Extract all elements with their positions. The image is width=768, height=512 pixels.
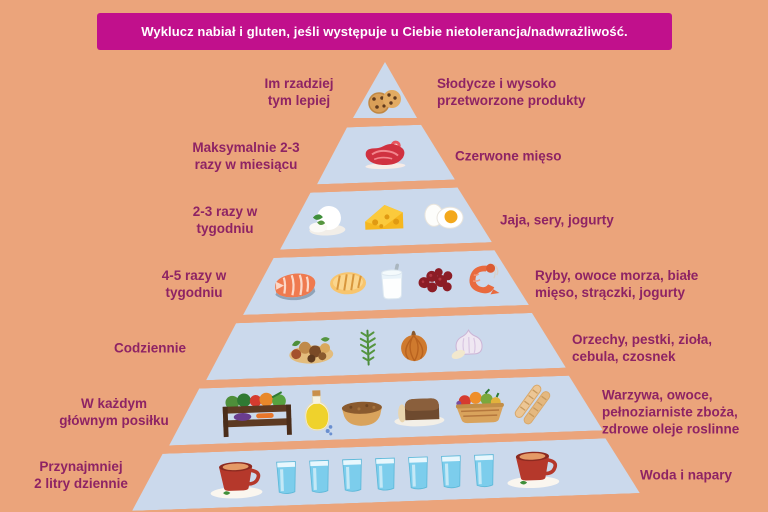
water-glass-icon <box>306 458 332 495</box>
level-2-frequency-label: Maksymalnie 2-3 razy w miesiącu <box>192 140 300 172</box>
water-glass-icon <box>273 459 299 496</box>
oil-bottle-icon <box>301 388 333 437</box>
baguettes-icon <box>513 382 553 427</box>
level-1-frequency-label: Im rzadziej tym lepiej <box>264 76 334 108</box>
pyramid-level-4 <box>241 249 529 315</box>
level-7-foods-label: Woda i napary <box>640 467 733 483</box>
cheese-wedge-icon <box>362 200 405 235</box>
tea-mug-icon <box>504 448 563 490</box>
herbs-icon <box>357 326 378 367</box>
vegetable-crate-icon <box>218 390 296 439</box>
level-7-frequency-label: Przynajmniej 2 litry dziennie <box>34 459 128 491</box>
level-6-frequency-label: W każdym głównym posiłku <box>59 396 169 428</box>
nuts-icon <box>283 330 338 368</box>
level-3-foods-label: Jaja, sery, jogurty <box>500 212 614 228</box>
level-5-frequency-label: Codziennie <box>113 340 187 356</box>
eggs-icon <box>420 199 465 233</box>
level-1-foods-label: Słodycze i wysoko przetworzone produkty <box>437 76 586 108</box>
garlic-icon <box>449 326 486 359</box>
shrimp-icon <box>463 260 500 297</box>
red-meat-icon <box>361 137 408 171</box>
water-glass-icon <box>471 452 497 489</box>
pyramid-level-2 <box>315 124 455 185</box>
tea-mug-icon <box>207 458 266 500</box>
pyramid-level-3 <box>278 186 492 249</box>
level-2-foods-label: Czerwone mięso <box>455 148 562 164</box>
yogurt-icon <box>377 262 406 301</box>
bread-icon <box>391 389 446 429</box>
cookies-icon <box>365 86 405 116</box>
fruit-basket-icon <box>452 388 507 426</box>
pyramid-level-5 <box>204 312 566 381</box>
banner: Wyklucz nabiał i gluten, jeśli występuje… <box>97 13 672 50</box>
pyramid-level-6 <box>167 374 603 445</box>
level-4-foods-label: Ryby, owoce morza, białe mięso, strączki… <box>535 268 699 300</box>
water-glass-icon <box>372 456 398 493</box>
pyramid-level-1 <box>353 62 417 118</box>
grain-bowl-icon <box>338 392 385 430</box>
pyramid-level-7 <box>130 437 640 511</box>
water-glass-icon <box>405 454 431 491</box>
onion-icon <box>397 325 430 364</box>
salmon-icon <box>269 267 318 303</box>
water-glass-icon <box>438 453 464 490</box>
white-cheese-icon <box>304 202 347 237</box>
white-meat-icon <box>328 269 369 298</box>
level-3-frequency-label: 2-3 razy w tygodniu <box>192 204 258 236</box>
beans-icon <box>415 266 454 295</box>
level-6-foods-label: Warzywa, owoce, pełnoziarniste zboża, zd… <box>602 387 740 437</box>
level-4-frequency-label: 4-5 razy w tygodniu <box>161 268 227 300</box>
level-5-foods-label: Orzechy, pestki, zioła, cebula, czosnek <box>572 332 713 364</box>
water-glass-icon <box>339 457 365 494</box>
